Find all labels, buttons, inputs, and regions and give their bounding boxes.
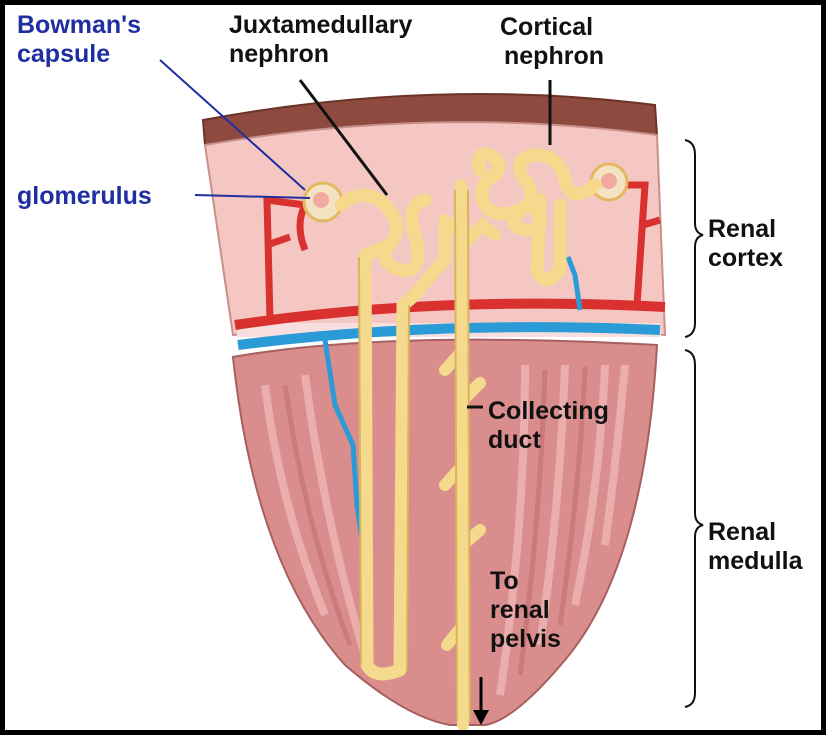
label-renal-medulla: Renal medulla [708,518,802,576]
kidney-section-illustration [5,5,821,730]
label-cortical-nephron: Cortical nephron [500,13,604,71]
label-collecting-duct: Collecting duct [488,397,609,455]
label-glomerulus: glomerulus [17,182,152,211]
region-brackets [685,140,703,707]
label-bowmans-capsule: Bowman's capsule [17,11,141,69]
label-juxtamedullary-nephron: Juxtamedullary nephron [229,11,412,69]
label-renal-cortex: Renal cortex [708,215,783,273]
label-to-renal-pelvis: To renal pelvis [490,567,561,654]
